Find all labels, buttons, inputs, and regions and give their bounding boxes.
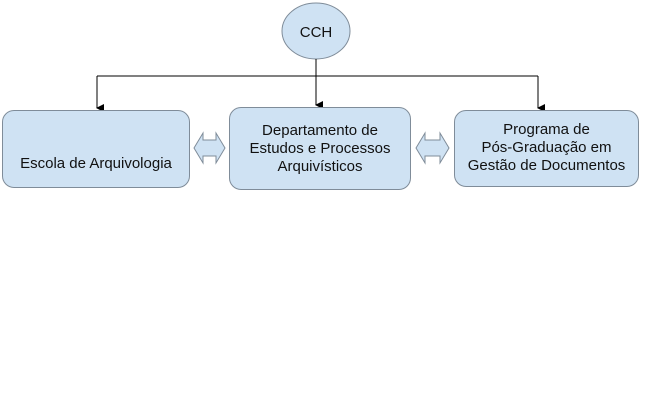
node-label: Arquivísticos [277, 157, 363, 175]
connector-trunk [97, 59, 538, 77]
node-departamento: Departamento de Estudos e Processos Arqu… [229, 107, 411, 190]
node-escola: Escola de Arquivologia [2, 110, 190, 188]
node-label: Pós-Graduação em [481, 139, 612, 156]
node-label: Gestão de Documentos [467, 157, 626, 174]
node-label: Departamento de [262, 121, 378, 139]
node-programa: Programa de Pós-Graduação em Gestão de D… [454, 110, 639, 187]
node-label: Escola de Arquivologia [20, 155, 172, 172]
double-arrow-left [193, 131, 226, 165]
node-label: Programa de [503, 121, 590, 138]
node-label: Estudos e Processos [249, 139, 391, 157]
double-arrow-right [415, 131, 450, 165]
root-label: CCH [300, 24, 333, 41]
